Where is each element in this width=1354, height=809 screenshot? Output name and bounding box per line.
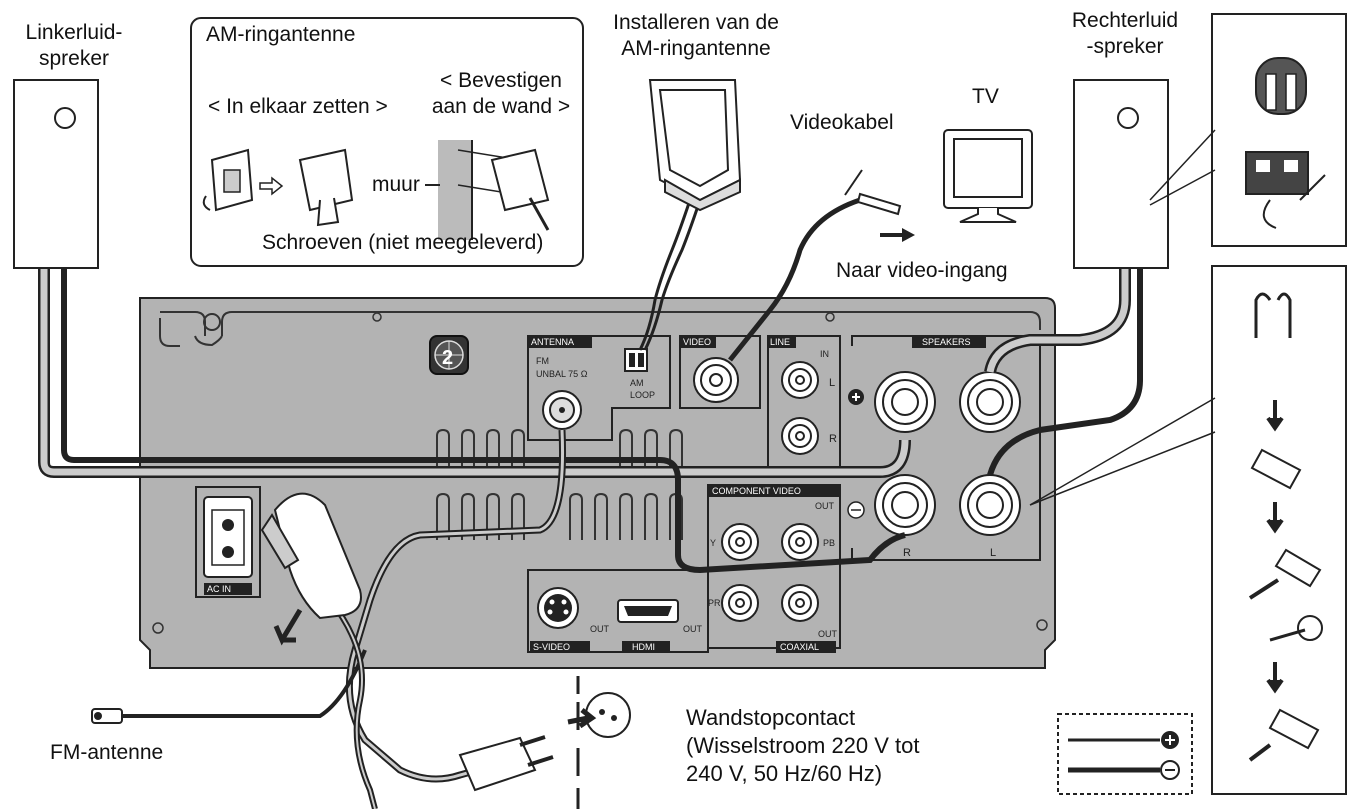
label-spk-r: R [903,547,911,559]
video-input-label: Naar video-ingang [836,259,1008,282]
wall-socket-line1: Wandstopcontact [686,705,856,730]
label-spk-l: L [990,547,996,559]
panel-sublabels: FM UNBAL 75 Ω AM LOOP IN L R OUT Y PB PR… [536,349,996,639]
label-line: LINE [770,337,790,347]
wall-mount-label: < Bevestigen aan de wand > [418,68,584,120]
install-am-line1: Installeren van de [613,11,779,34]
label-hdmi-out: OUT [683,624,703,634]
label-in: IN [820,349,829,359]
am-assembly-inset [190,17,584,267]
label-line-r: R [829,433,837,445]
label-pb: PB [823,538,835,548]
left-speaker-label: Linkerluid- spreker [14,20,134,72]
tv-label: TV [972,85,999,108]
install-am-label: Installeren van de AM-ringantenne [596,10,796,62]
label-hdmi: HDMI [632,642,655,652]
step-badge-number: 2 [442,347,453,369]
right-speaker-label-line2: -spreker [1086,35,1164,58]
wall-mount-line1: < Bevestigen [439,69,562,92]
cables [38,197,1143,809]
label-pr: PR [708,598,721,608]
label-component-video: COMPONENT VIDEO [712,486,801,496]
label-ac-in: AC IN [207,584,231,594]
tv [943,129,1033,223]
label-unbal: UNBAL 75 Ω [536,369,588,379]
wall-label: muur [372,173,420,196]
label-fm: FM [536,356,549,366]
left-speaker-label-line2: spreker [38,47,110,70]
wall-plug [458,676,631,809]
fm-antenna-end [91,708,123,724]
left-speaker [13,79,99,269]
left-speaker-label-line1: Linkerluid- [25,21,123,44]
label-comp-out: OUT [815,501,835,511]
label-y: Y [710,538,716,548]
antenna-terminal-block [527,335,671,441]
wall-socket-line3: 240 V, 50 Hz/60 Hz) [686,761,883,786]
install-am-line2: AM-ringantenne [621,37,771,60]
right-speaker-label: Rechterluid -spreker [1060,8,1190,60]
speaker-terminals [847,335,1041,561]
wall-mount-line2: aan de wand > [431,95,571,118]
right-speaker-label-line1: Rechterluid [1071,9,1179,32]
svideo-hdmi-outputs [527,569,709,653]
panel-labels: ANTENNA VIDEO LINE SPEAKERS COMPONENT VI… [207,337,971,652]
label-coaxial: COAXIAL [780,642,819,652]
wall-socket-label: Wandstopcontact (Wisselstroom 220 V tot … [686,704,920,788]
label-svideo-out: OUT [590,624,610,634]
am-loop-title: AM-ringantenne [206,23,356,46]
am-loop-antenna [648,79,742,212]
video-cable-label: Videokabel [790,111,894,134]
fm-antenna-label: FM-antenne [50,741,164,764]
main-unit-rear-panel [139,297,1056,669]
label-speakers: SPEAKERS [922,337,971,347]
speaker-wire-inset-steps [1029,265,1347,795]
label-antenna: ANTENNA [531,337,574,347]
screws-label: Schroeven (niet meegeleverd) [262,231,544,254]
right-speaker [1073,79,1169,269]
label-loop: LOOP [630,390,655,400]
label-video: VIDEO [683,337,711,347]
video-out-jack [679,335,761,409]
power-plug [260,492,362,646]
label-s-video: S-VIDEO [533,642,570,652]
polarity-legend [1057,713,1193,795]
wall-socket-line2: (Wisselstroom 220 V tot [686,733,920,758]
label-am: AM [630,378,644,388]
ac-in-socket [195,486,261,598]
speaker-wire-inset-top [1149,13,1347,247]
assemble-label: < In elkaar zetten > [208,95,388,118]
video-plug [844,169,915,242]
component-video-jacks [707,484,841,653]
label-line-l: L [829,377,835,389]
label-coax-out: OUT [818,629,838,639]
